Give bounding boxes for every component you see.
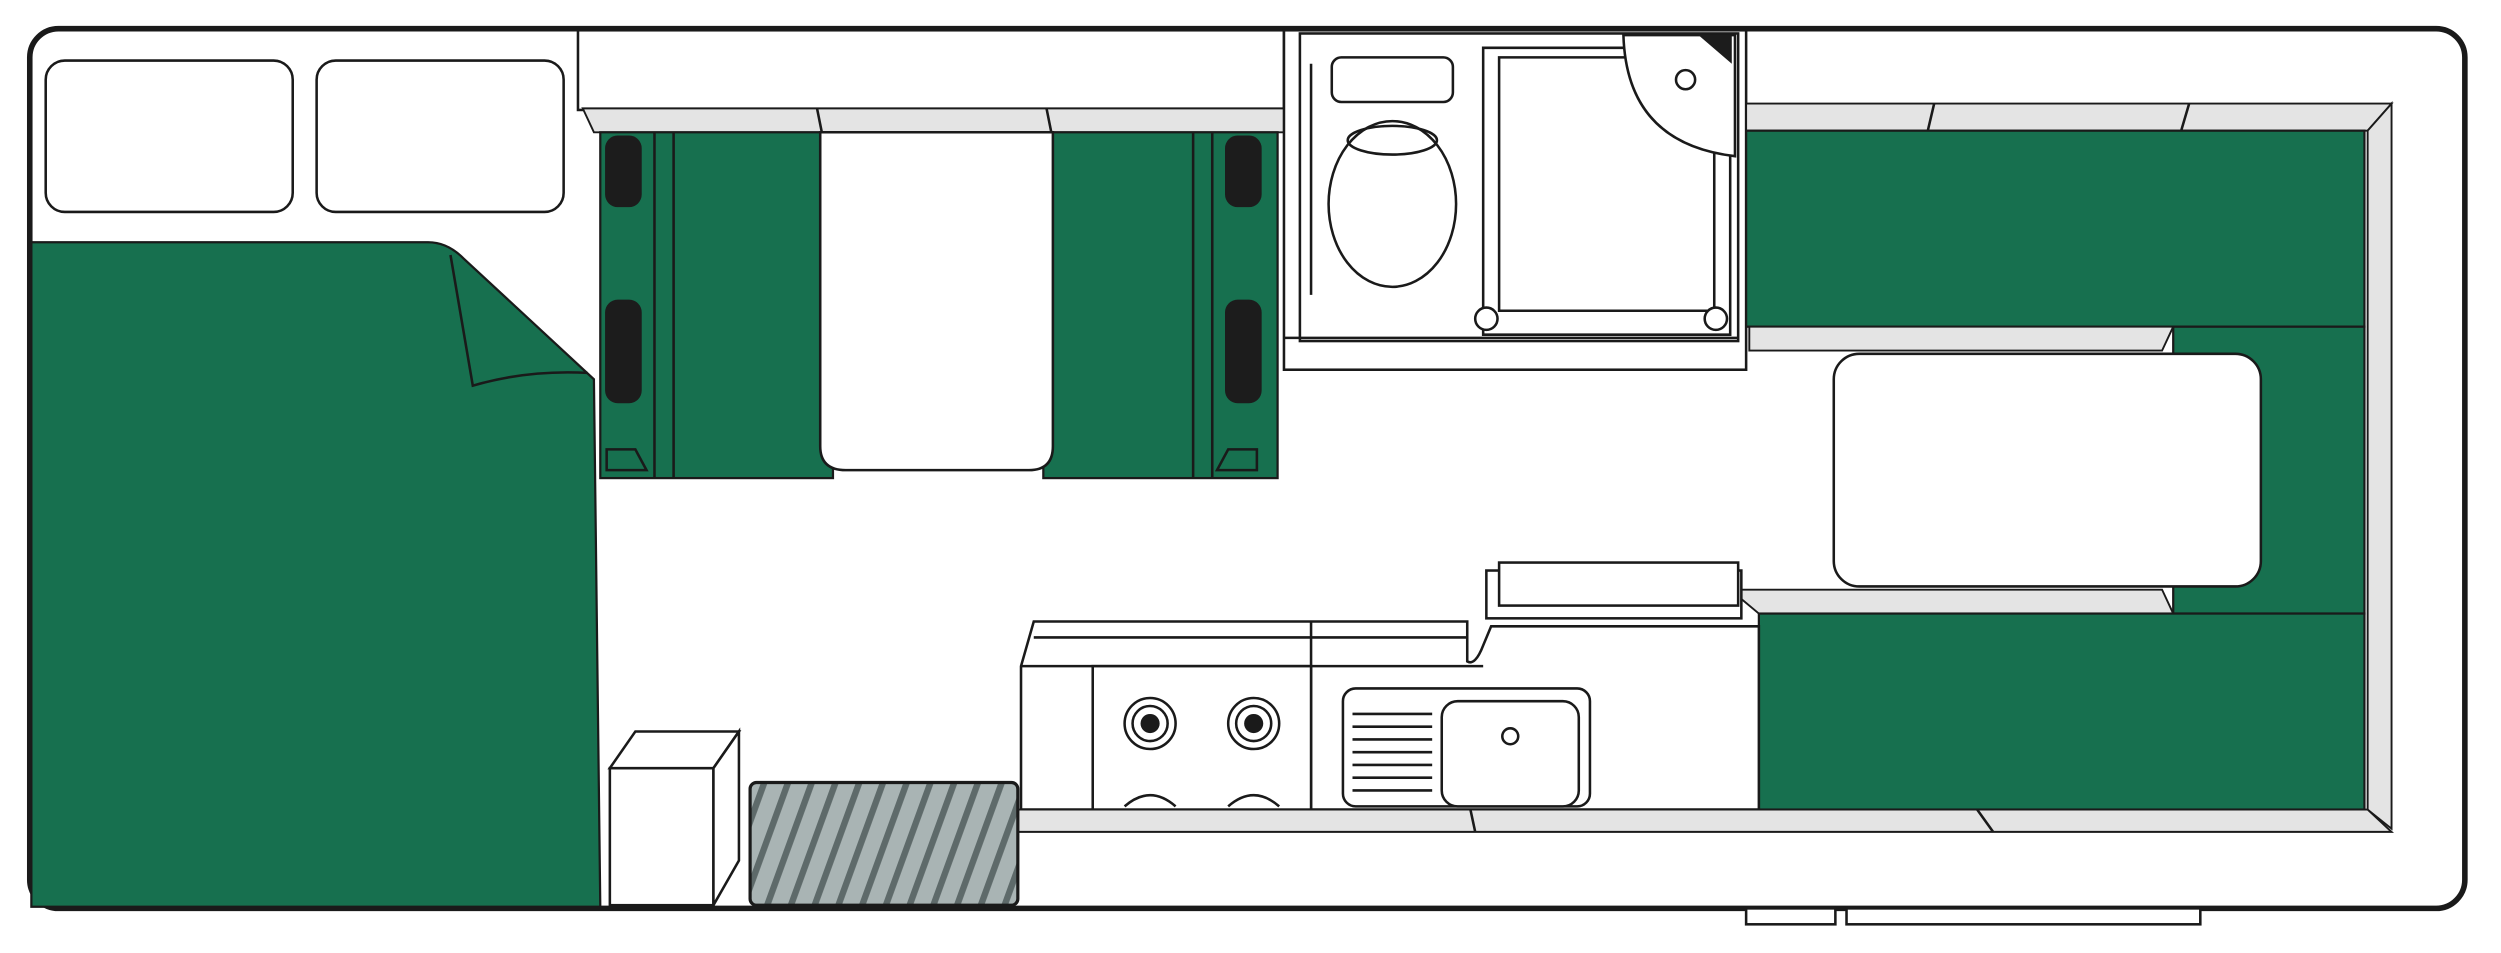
passenger-seat: [315, 59, 565, 214]
lounge-table: [1832, 352, 2263, 588]
lounge-seat-front: [1757, 612, 2366, 811]
bolster-icon: [1225, 299, 1262, 404]
drain-icon: [1501, 727, 1520, 746]
bed-fold-line: [449, 254, 588, 388]
lounge: [1727, 101, 2394, 831]
side-wall: [2366, 101, 2393, 831]
dinette: [599, 130, 1279, 480]
rear-counter: [1745, 102, 2394, 132]
toilet-icon: [1327, 119, 1458, 289]
stove-icon: [1091, 664, 1313, 811]
bolster-icon: [605, 299, 642, 404]
kitchen: [1019, 561, 1761, 811]
lounge-seat-back: [1745, 129, 2366, 328]
burner-icon: [1226, 696, 1281, 751]
driver-seat: [44, 59, 294, 214]
entry-step: [1845, 907, 2202, 926]
dinette-table: [818, 130, 1055, 472]
toilet-cistern: [1330, 56, 1455, 104]
basin-icon: [1622, 33, 1737, 158]
bathroom: [1282, 29, 1748, 372]
bolster-icon: [605, 135, 642, 208]
entry-cabinet: [607, 727, 742, 910]
bed-mattress: [30, 241, 602, 908]
bolster-icon: [1225, 135, 1262, 208]
cab-seats: [44, 59, 565, 214]
overhead-cabinet: [576, 29, 1286, 112]
floor-mat: [748, 780, 1020, 907]
bottom-counter: [1011, 808, 2394, 833]
dinette-counter: [581, 107, 1285, 134]
entry-step: [1744, 907, 1837, 926]
burner-icon: [1123, 696, 1177, 751]
rear-bed: [30, 241, 602, 908]
